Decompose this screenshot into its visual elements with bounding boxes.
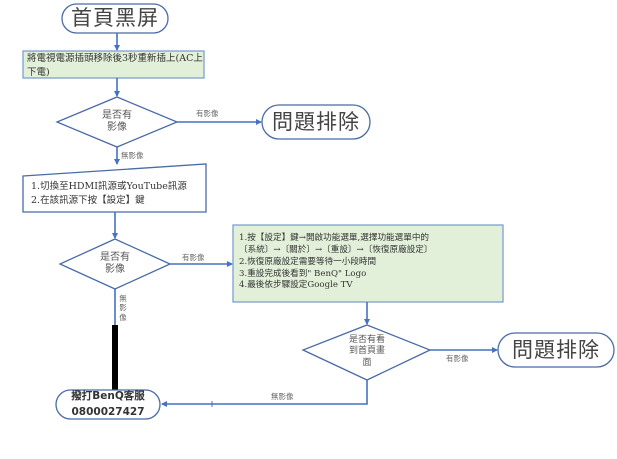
edge-label-char: 像 bbox=[119, 312, 127, 322]
step1-label: 將電視電源插頭移除後3秒重新插上(AC上下電) bbox=[27, 53, 203, 78]
step3-box-shape bbox=[232, 224, 504, 303]
edge-label-d2-yes: 有影像 bbox=[182, 253, 205, 262]
support-line: 0800027427 bbox=[71, 405, 145, 418]
troubleshoot1-terminal-shape bbox=[261, 104, 371, 140]
connector-decision3-no bbox=[161, 380, 368, 407]
step2-line: 1.切換至HDMI訊源或YouTube訊源 bbox=[31, 181, 187, 192]
edge-label-d3-no: 無影像 bbox=[271, 392, 294, 401]
decision2-line: 是否有 bbox=[100, 251, 130, 263]
troubleshoot2-label: 問題排除 bbox=[512, 337, 600, 362]
start-terminal: 首頁黑屏 bbox=[62, 4, 168, 33]
step2-line: 2.在該訊源下按【設定】鍵 bbox=[31, 194, 145, 206]
troubleshoot2-terminal-shape bbox=[497, 332, 615, 368]
decision1-line: 是否有 bbox=[102, 109, 132, 121]
support-terminal: 撥打BenQ客服 0800027427 bbox=[56, 390, 160, 419]
edge-label-d2-no: 無 影 像 bbox=[118, 294, 128, 322]
step3-line: 〔系統〕→〔關於〕→〔重設〕→〔恢復原廠設定〕 bbox=[239, 244, 433, 255]
decision1-line: 影像 bbox=[107, 122, 127, 133]
step3-line: 4.最後依步驟設定Google TV bbox=[239, 280, 353, 291]
step1-box: 將電視電源插頭移除後3秒重新插上(AC上下電) bbox=[27, 52, 203, 78]
start-label: 首頁黑屏 bbox=[71, 6, 159, 31]
decision3: 是否有看 到首頁畫 面 bbox=[332, 330, 402, 374]
support-terminal-shape bbox=[55, 389, 161, 420]
edge-label-d3-yes: 有影像 bbox=[446, 354, 469, 363]
step2-box-shape bbox=[22, 163, 207, 213]
troubleshoot1-label: 問題排除 bbox=[272, 109, 360, 134]
decision2-line: 影像 bbox=[105, 264, 125, 275]
edge-label-d1-yes: 有影像 bbox=[196, 109, 219, 118]
decision1: 是否有 影像 bbox=[77, 107, 157, 137]
troubleshoot2-terminal: 問題排除 bbox=[498, 333, 614, 367]
step3-line: 3.重設完成後看到" BenQ" Logo bbox=[239, 268, 367, 279]
decision2: 是否有 影像 bbox=[80, 249, 150, 279]
support-line: 撥打BenQ客服 bbox=[71, 390, 145, 403]
edge-label-char: 無 bbox=[119, 294, 127, 303]
troubleshoot1-terminal: 問題排除 bbox=[262, 105, 370, 139]
decision3-line: 是否有看 bbox=[348, 335, 385, 346]
step3-line: 1.按【設定】鍵→開啟功能選單,選擇功能選單中的 bbox=[239, 233, 430, 243]
edge-label-char: 影 bbox=[119, 303, 127, 313]
step2-box: 1.切換至HDMI訊源或YouTube訊源 2.在該訊源下按【設定】鍵 bbox=[31, 180, 203, 208]
decision3-line: 到首頁畫 bbox=[348, 346, 385, 357]
step3-line: 2.恢復原廠設定需要等待一小段時間 bbox=[239, 256, 377, 267]
edge-label-d1-no: 無影像 bbox=[121, 151, 144, 160]
step1-box-shape bbox=[22, 50, 205, 79]
start-terminal-shape bbox=[61, 3, 169, 34]
decision3-line: 面 bbox=[362, 357, 372, 368]
step3-box: 1.按【設定】鍵→開啟功能選單,選擇功能選單中的 〔系統〕→〔關於〕→〔重設〕→… bbox=[239, 233, 501, 292]
